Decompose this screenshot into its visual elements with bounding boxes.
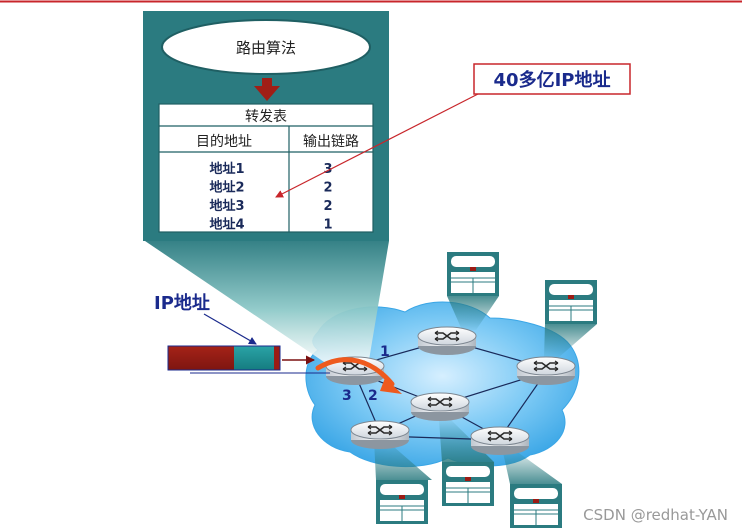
forwarding-table-title: 转发表 [245, 109, 287, 125]
table-row-link: 2 [323, 181, 332, 196]
packet-pointer [203, 313, 257, 345]
mini-table-1 [446, 251, 500, 297]
table-row-addr: 地址4 [209, 217, 244, 233]
router-2 [417, 326, 477, 356]
routing-algorithm-label: 路由算法 [236, 39, 296, 57]
packet-label: IP地址 [154, 292, 210, 314]
col-dest-header: 目的地址 [196, 134, 252, 150]
mini-table-3 [375, 479, 429, 525]
ip-packet [167, 345, 330, 374]
router-5 [350, 420, 410, 450]
callout-arrow [275, 93, 479, 198]
beam-r7 [502, 448, 562, 484]
watermark: CSDN @redhat-YAN [583, 506, 728, 524]
routing-algorithm-ellipse [161, 19, 371, 75]
callout-label: 40多亿IP地址 [494, 69, 611, 91]
router-3 [516, 356, 576, 386]
port-1-label: 1 [380, 344, 390, 360]
router-4 [410, 392, 470, 422]
down-arrow-icon [254, 78, 280, 101]
forwarding-path-arrowhead [380, 378, 402, 394]
beam-r2 [447, 296, 499, 330]
mini-table-2 [544, 279, 598, 325]
mini-table-4 [441, 461, 495, 507]
table-row-link: 3 [323, 162, 332, 177]
forwarding-path-arrow [315, 357, 395, 387]
port-2-label: 2 [368, 388, 378, 404]
beam-r5 [374, 440, 432, 480]
table-row-addr: 地址1 [209, 161, 244, 177]
callout-box [473, 63, 631, 95]
mini-table-5 [509, 483, 563, 529]
beam-r3 [544, 324, 597, 358]
table-row-addr: 地址3 [209, 198, 244, 214]
forwarding-beam [145, 241, 389, 366]
port-3-label: 3 [342, 388, 352, 404]
table-row-addr: 地址2 [209, 180, 244, 196]
table-row-link: 1 [323, 218, 332, 233]
table-row-link: 2 [323, 199, 332, 214]
col-link-header: 输出链路 [303, 134, 359, 150]
router-6 [470, 426, 530, 456]
forwarding-table: 转发表 目的地址 输出链路 地址1 3 地址2 2 地址3 2 地址4 1 [158, 103, 374, 233]
